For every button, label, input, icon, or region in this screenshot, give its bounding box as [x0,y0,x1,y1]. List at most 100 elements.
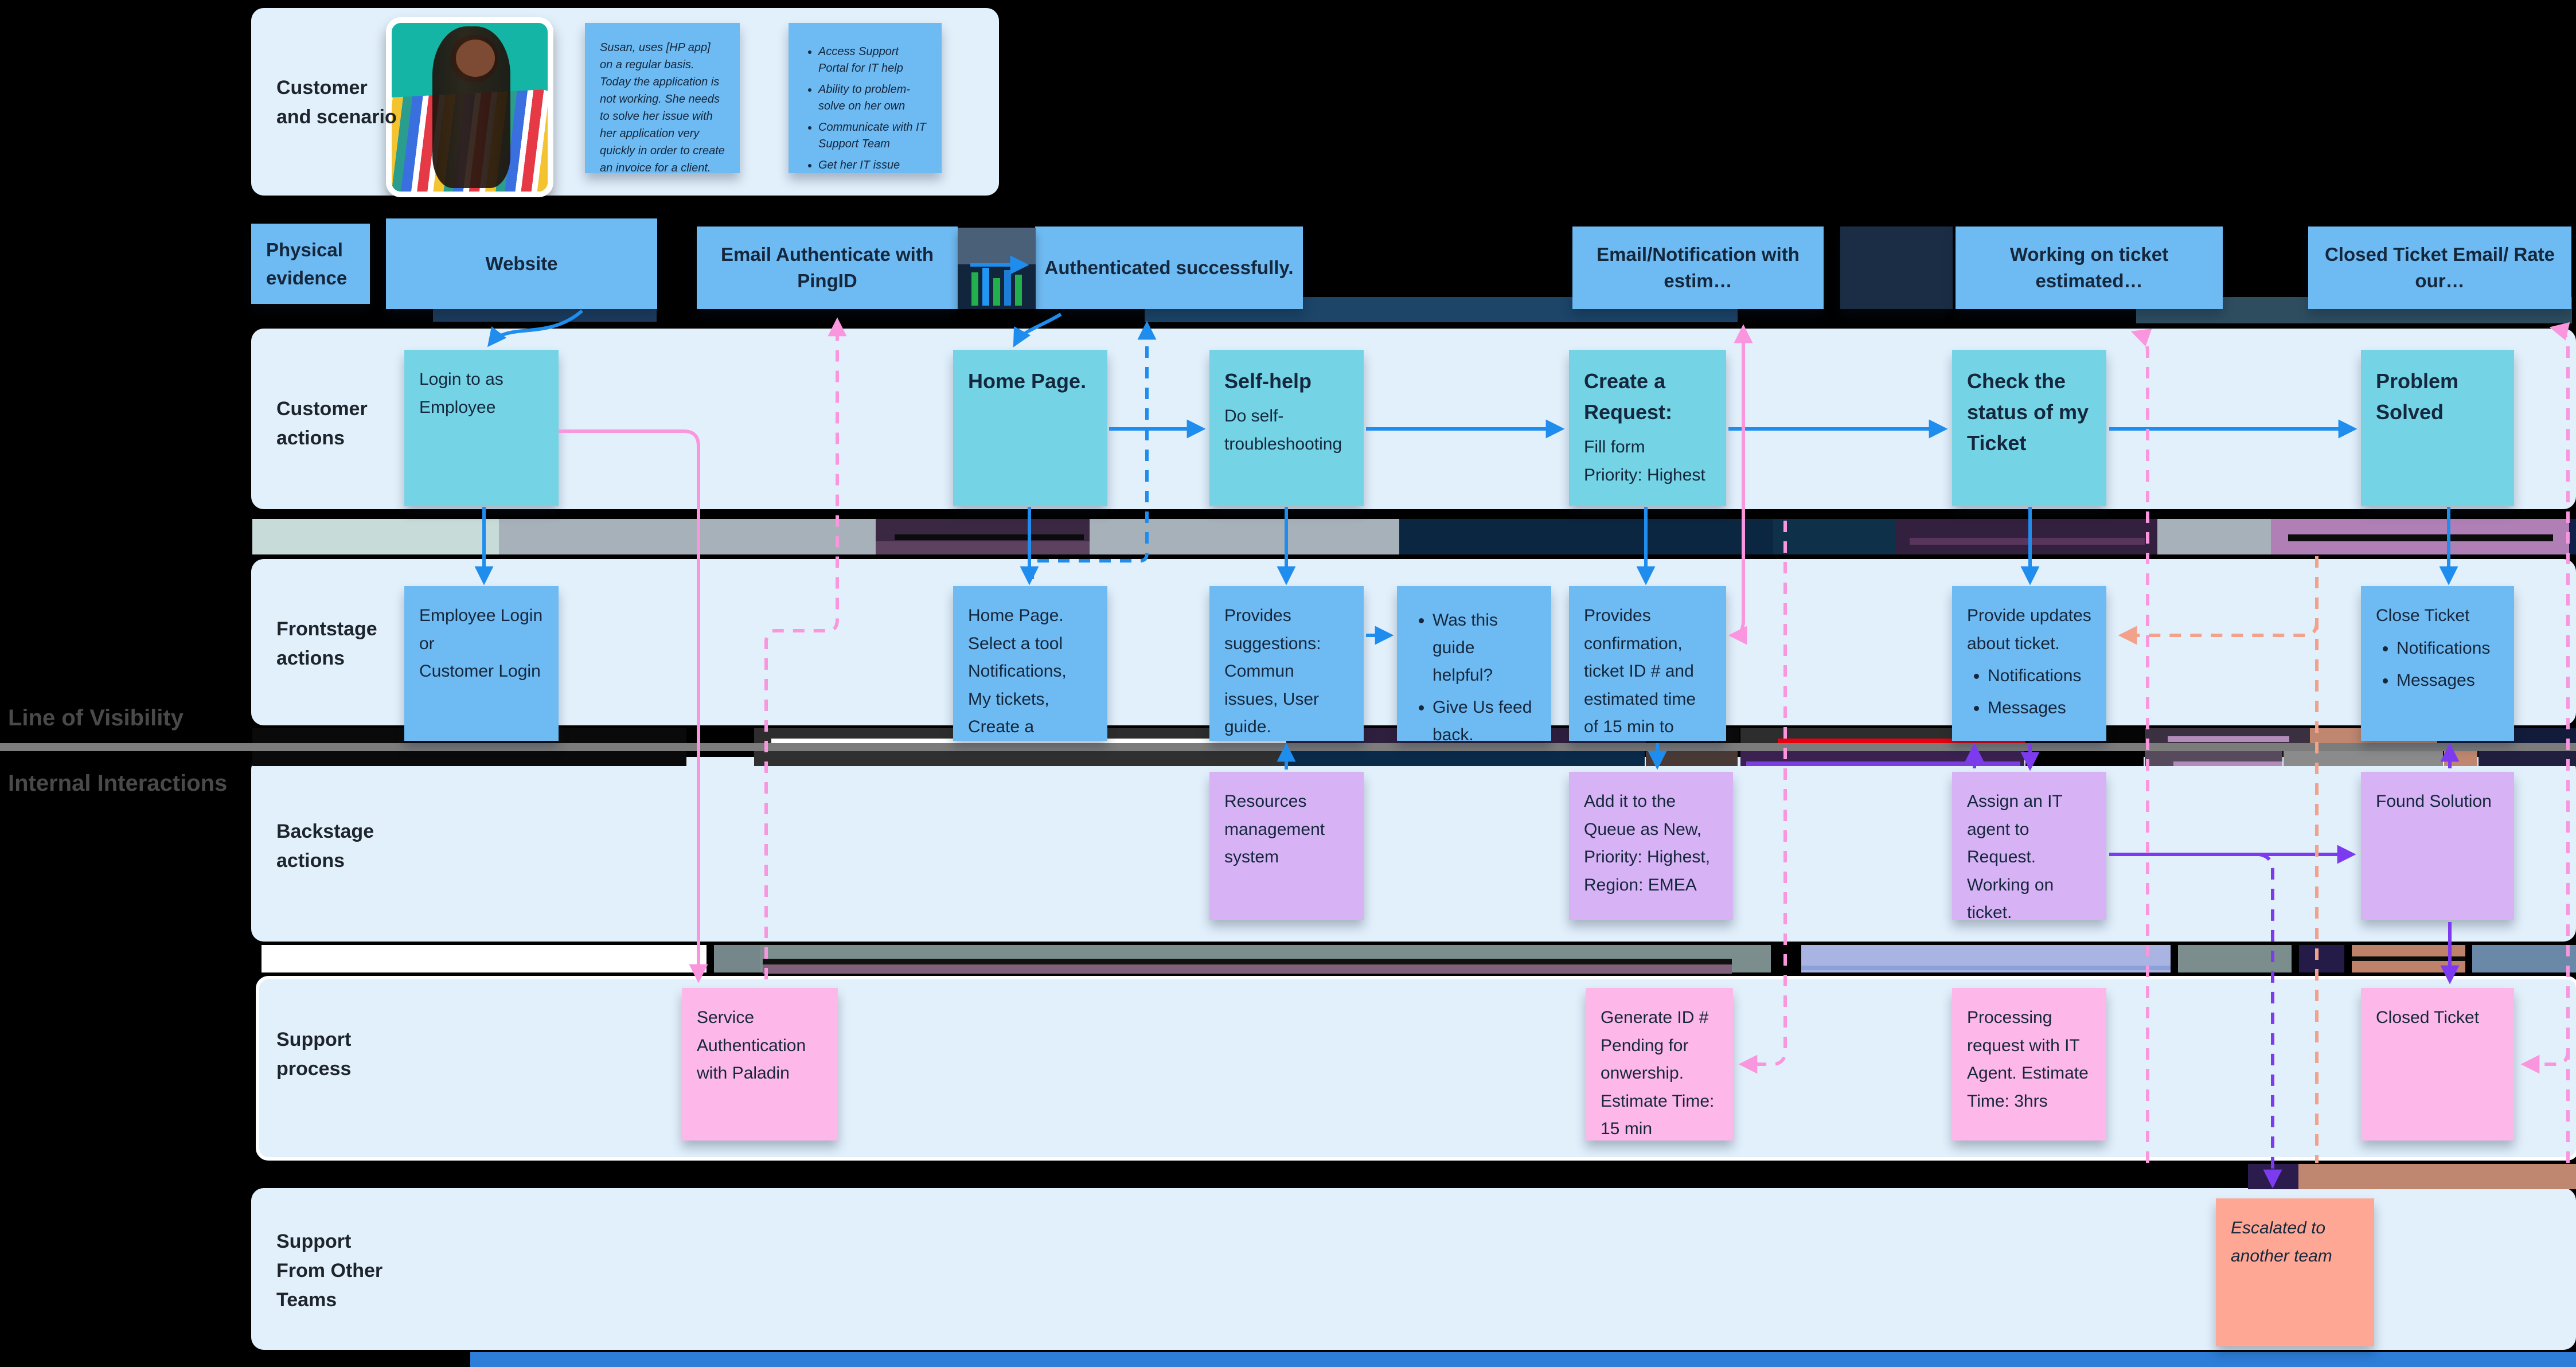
divider-segment [2173,761,2282,766]
closed-ticket-support-note[interactable]: Closed Ticket [2361,988,2514,1141]
escalated-note[interactable]: Escalated to another team [2216,1198,2374,1346]
check-status-note[interactable]: Check the status of my Ticket [1952,350,2106,506]
close-ticket-note-bullet: Notifications [2397,635,2499,662]
working-ticket-note[interactable]: Working on ticket estimated… [1956,226,2223,309]
divider-segment [252,519,499,554]
lane-label-other-teams: Support From Other Teams [276,1231,383,1311]
closed-ticket-support-note-text: Closed Ticket [2376,1008,2480,1027]
found-solution-note-text: Found Solution [2376,792,2492,811]
provides-confirmation-note-text: Provides confirmation, ticket ID # and e… [1584,606,1696,737]
service-auth-paladin-note[interactable]: Service Authentication with Paladin [682,988,838,1141]
divider-segment [2472,945,2576,972]
assign-agent-note[interactable]: Assign an IT agent to Request. Working o… [1952,772,2106,920]
divider-segment [2168,736,2289,742]
closed-ticket-email-note[interactable]: Closed Ticket Email/ Rate our… [2308,226,2571,309]
auth-success-note[interactable]: Authenticated successfully. [1035,226,1303,309]
divider-segment [0,743,2576,751]
divider-segment [2479,751,2576,766]
service-auth-paladin-note-text: Service Authentication with Paladin [697,1008,806,1083]
close-ticket-note[interactable]: Close TicketNotificationsMessages [2361,586,2514,741]
resources-mgmt-note[interactable]: Resources management system [1209,772,1364,920]
lane-label-customer-scenario: Customer and scenario [276,77,397,128]
provide-updates-note-bullet: Messages [1988,694,2091,722]
divider-segment [1090,519,1399,554]
home-page-note[interactable]: Home Page. [953,350,1107,506]
lane-panel [256,976,2576,1161]
lane-panel [251,1188,2576,1350]
guide-feedback-note-bullets: Was this guide helpful? Give Us feed back… [1412,607,1536,741]
internal-interactions-label: Internal Interactions [8,771,228,796]
lane-label-customer-actions: Customer actions [276,398,368,449]
persona-photo[interactable] [386,17,553,197]
add-queue-note[interactable]: Add it to the Queue as New, Priority: Hi… [1569,772,1733,920]
goals-note-bullet: Get her IT issue resolved. [818,157,927,173]
goals-note[interactable]: Access Support Portal for IT helpAbility… [789,23,942,173]
processing-request-note[interactable]: Processing request with IT Agent. Estima… [1952,988,2106,1141]
email-auth-pingid-note[interactable]: Email Authenticate with PingID [697,226,958,309]
divider-segment [1746,761,2020,766]
divider-segment [763,964,1732,974]
provides-confirmation-note[interactable]: Provides confirmation, ticket ID # and e… [1569,586,1726,741]
goals-note-bullet: Ability to problem-solve on her own [818,81,927,115]
lane-panel [251,757,2576,942]
line-of-visibility-label: Line of Visibility [8,705,184,731]
guide-feedback-note-bullet: Was this guide helpful? [1433,607,1536,689]
divider-segment [1773,519,1895,554]
provides-suggestions-note-text: Provides suggestions: Commun issues, Use… [1224,606,1321,737]
divider-segment [499,519,876,554]
closed-ticket-email-note-text: Closed Ticket Email/ Rate our… [2324,243,2555,291]
website-note[interactable]: Website [386,218,657,309]
email-notification-note[interactable]: Email/Notification with estim… [1572,226,1824,309]
divider-segment [2288,534,2553,541]
guide-feedback-note[interactable]: Was this guide helpful? Give Us feed back… [1397,586,1551,741]
assign-agent-note-text: Assign an IT agent to Request. Working o… [1967,792,2063,920]
home-page-note-title: Home Page. [968,369,1087,393]
problem-solved-note[interactable]: Problem Solved [2361,350,2514,506]
check-status-note-title: Check the status of my Ticket [1967,369,2089,455]
home-page-tools-note[interactable]: Home Page. Select a tool Notifications, … [953,586,1107,741]
physical-evidence-label[interactable]: Physical evidence [251,224,370,304]
persona-photo-face-gap [455,40,495,77]
divider-segment [1895,519,2157,554]
divider-segment [1287,751,1645,766]
divider-segment [2248,1164,2298,1189]
divider-segment [1801,966,2171,970]
lane-label-frontstage: Frontstage actions [276,618,377,669]
divider-segment [2178,945,2292,972]
self-help-note-title: Self-help [1224,369,1312,393]
thumbnail-bar [1015,275,1022,306]
divider-segment [261,945,707,972]
divider-segment [1646,751,1738,766]
generate-id-note[interactable]: Generate ID # Pending for onwership. Est… [1586,988,1733,1141]
create-request-note-text: Fill form Priority: Highest [1584,438,1705,485]
employee-login-note[interactable]: Employee Login or Customer Login [404,586,559,741]
login-as-employee-note[interactable]: Login to as Employee [404,350,559,506]
email-auth-pingid-note-text: Email Authenticate with PingID [721,243,934,291]
guide-feedback-note-bullet: Give Us feed back. [1433,694,1536,741]
create-request-note-title: Create a Request: [1584,369,1673,424]
create-request-note[interactable]: Create a Request: Fill form Priority: Hig… [1569,350,1726,506]
divider-segment [2569,519,2576,554]
provide-updates-note[interactable]: Provide updates about ticket.Notificatio… [1952,586,2106,741]
divider-segment [2157,519,2271,554]
found-solution-note[interactable]: Found Solution [2361,772,2514,920]
persona-note[interactable]: Susan, uses [HP app] on a regular basis.… [585,23,740,173]
thumbnail-bar [971,272,978,306]
close-ticket-note-bullet: Messages [2397,667,2499,694]
divider-segment [714,945,760,972]
divider-segment [2444,751,2477,766]
auth-success-note-text: Authenticated successfully. [1044,256,1294,278]
escalated-note-text: Escalated to another team [2231,1218,2332,1266]
close-ticket-note-text: Close Ticket [2376,606,2470,625]
provides-suggestions-note[interactable]: Provides suggestions: Commun issues, Use… [1209,586,1364,741]
divider-segment [2284,751,2443,766]
divider-segment [771,739,1286,743]
provide-updates-note-bullets: NotificationsMessages [1967,662,2091,722]
auth-screenshot-thumbnail[interactable] [958,228,1036,309]
divider-segment [1399,519,1773,554]
divider-segment [1778,739,2030,743]
close-ticket-note-bullets: NotificationsMessages [2376,635,2499,694]
divider-segment [763,959,1732,964]
navy-placeholder-note[interactable] [1840,226,1953,309]
